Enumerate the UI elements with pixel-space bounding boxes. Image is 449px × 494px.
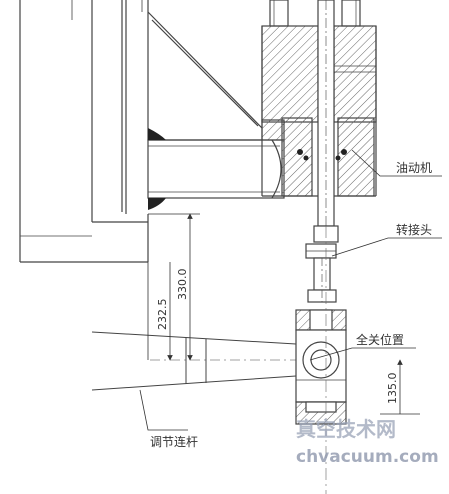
dim-135-0: 135.0: [386, 373, 399, 405]
support-frame: [19, 0, 149, 263]
weld-top: [148, 128, 166, 140]
watermark-en: chvacuum.com: [296, 447, 439, 467]
label-full-close-position: 全关位置: [356, 332, 404, 347]
gusset-plate: [147, 0, 263, 141]
piston-rod: [317, 0, 335, 227]
label-adapter: 转接头: [396, 222, 432, 237]
dim-232-5: 232.5: [156, 299, 169, 331]
rod-seals: [297, 149, 347, 161]
horizontal-beam: [147, 139, 285, 199]
adapter-part: [305, 225, 339, 303]
label-adjusting-rod: 调节连杆: [150, 434, 198, 449]
actuator-body: [261, 0, 377, 197]
dim-330-0: 330.0: [176, 269, 189, 301]
watermark-cn: 真空技术网: [296, 417, 396, 441]
label-oil-actuator: 油动机: [396, 161, 432, 175]
weld-bottom: [148, 198, 166, 210]
clevis-block: [295, 309, 347, 425]
adjusting-link: [91, 331, 297, 391]
dimension-lines: [147, 213, 420, 415]
leader-lines: [139, 149, 442, 431]
